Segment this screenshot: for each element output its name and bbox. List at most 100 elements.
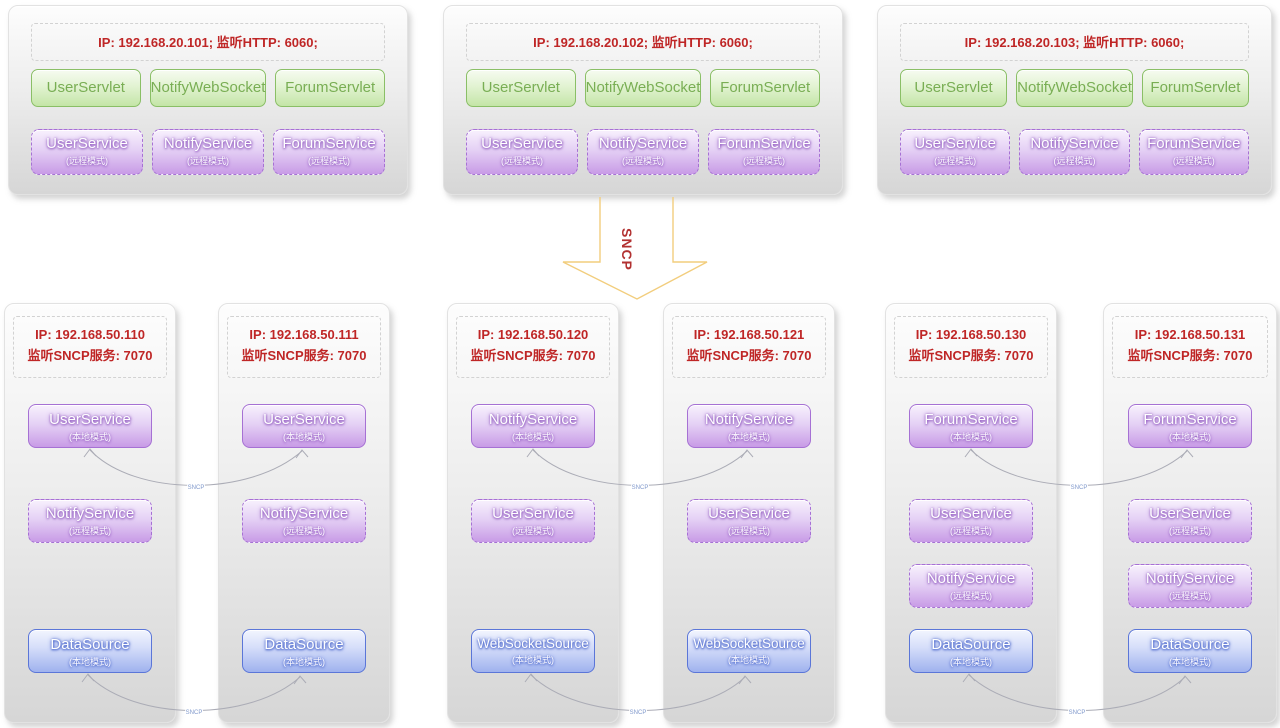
- service-box: UserService (远程模式): [909, 499, 1033, 543]
- service-mode: (远程模式): [283, 526, 325, 536]
- servlet-box: UserServlet: [31, 69, 141, 107]
- service-box: NotifyService (远程模式): [909, 564, 1033, 608]
- service-row: UserService (远程模式) NotifyService (远程模式) …: [466, 129, 820, 175]
- service-mode: (本地模式): [728, 432, 770, 442]
- service-name: UserService: [708, 505, 790, 522]
- service-box: UserService (远程模式): [1128, 499, 1252, 543]
- datasource-box: DataSource (本地模式): [1128, 629, 1252, 673]
- ip-line: IP: 192.168.50.110: [35, 327, 145, 342]
- service-box: ForumService (远程模式): [708, 129, 820, 175]
- port-line: 监听SNCP服务: 7070: [686, 347, 812, 363]
- service-name: UserService: [930, 505, 1012, 522]
- service-box: ForumService (本地模式): [1128, 404, 1252, 448]
- service-mode: (本地模式): [512, 432, 554, 442]
- service-name: DataSource: [931, 636, 1011, 653]
- connector-label: SNCP: [632, 485, 649, 491]
- service-box: UserService (远程模式): [900, 129, 1011, 175]
- service-mode: (远程模式): [187, 156, 229, 166]
- ip-header: IP: 192.168.50.120 监听SNCP服务: 7070: [456, 316, 610, 378]
- ip-header: IP: 192.168.50.130 监听SNCP服务: 7070: [894, 316, 1048, 378]
- service-mode: (远程模式): [69, 526, 111, 536]
- port-line: 监听SNCP服务: 7070: [470, 347, 596, 363]
- service-mode: (远程模式): [743, 156, 785, 166]
- service-name: ForumService: [282, 135, 376, 152]
- service-box: UserService (远程模式): [687, 499, 811, 543]
- app-server-103: IP: 192.168.20.103; 监听HTTP: 6060; UserSe…: [877, 5, 1272, 195]
- sncp-server-120: IP: 192.168.50.120 监听SNCP服务: 7070 Notify…: [447, 303, 619, 723]
- service-name: UserService: [263, 411, 345, 428]
- service-name: UserService: [481, 135, 563, 152]
- servlet-box: ForumServlet: [1141, 69, 1249, 107]
- service-name: NotifyService: [598, 135, 688, 152]
- service-mode: (远程模式): [728, 526, 770, 536]
- service-mode: (本地模式): [512, 655, 554, 665]
- service-mode: (远程模式): [622, 156, 664, 166]
- connector-label: SNCP: [630, 710, 647, 716]
- service-mode: (远程模式): [1053, 156, 1096, 166]
- sncp-server-130: IP: 192.168.50.130 监听SNCP服务: 7070 ForumS…: [885, 303, 1057, 723]
- service-row: UserService (远程模式) NotifyService (远程模式) …: [31, 129, 385, 175]
- service-name: NotifyService: [704, 411, 794, 428]
- service-mode: (本地模式): [69, 432, 111, 442]
- service-box: NotifyService (本地模式): [687, 404, 811, 448]
- ip-header: IP: 192.168.50.110 监听SNCP服务: 7070: [13, 316, 167, 378]
- connector-label: SNCP: [1069, 710, 1086, 716]
- service-box: ForumService (远程模式): [273, 129, 385, 175]
- service-name: ForumService: [924, 411, 1018, 428]
- service-mode: (远程模式): [308, 156, 350, 166]
- service-mode: (本地模式): [1169, 432, 1211, 442]
- datasource-box: DataSource (本地模式): [909, 629, 1033, 673]
- service-name: NotifyService: [1145, 570, 1235, 587]
- service-mode: (本地模式): [1169, 657, 1211, 667]
- servlet-row: UserServlet NotifyWebSocket ForumServlet: [900, 69, 1249, 107]
- sncp-server-110: IP: 192.168.50.110 监听SNCP服务: 7070 UserSe…: [4, 303, 176, 723]
- service-name: ForumService: [1143, 411, 1237, 428]
- service-box: NotifyService (远程模式): [587, 129, 699, 175]
- datasource-box: DataSource (本地模式): [28, 629, 152, 673]
- ip-header: IP: 192.168.20.103; 监听HTTP: 6060;: [900, 23, 1249, 61]
- service-name: ForumService: [717, 135, 811, 152]
- service-box: UserService (本地模式): [28, 404, 152, 448]
- service-name: UserService: [49, 411, 131, 428]
- port-line: 监听SNCP服务: 7070: [1127, 347, 1253, 363]
- service-box: NotifyService (本地模式): [471, 404, 595, 448]
- service-box: NotifyService (远程模式): [152, 129, 264, 175]
- service-box: UserService (本地模式): [242, 404, 366, 448]
- service-name: NotifyService: [926, 570, 1016, 587]
- service-mode: (本地模式): [950, 432, 992, 442]
- ip-header: IP: 192.168.50.131 监听SNCP服务: 7070: [1112, 316, 1268, 378]
- app-server-101: IP: 192.168.20.101; 监听HTTP: 6060; UserSe…: [8, 5, 408, 195]
- ip-header: IP: 192.168.20.101; 监听HTTP: 6060;: [31, 23, 385, 61]
- ip-line: IP: 192.168.50.130: [915, 327, 1027, 342]
- ip-line: IP: 192.168.50.111: [249, 327, 359, 342]
- sncp-server-111: IP: 192.168.50.111 监听SNCP服务: 7070 UserSe…: [218, 303, 390, 723]
- service-name: UserService: [914, 135, 996, 152]
- service-mode: (远程模式): [1169, 526, 1211, 536]
- port-line: 监听SNCP服务: 7070: [241, 347, 367, 363]
- servlet-box: UserServlet: [466, 69, 576, 107]
- service-mode: (远程模式): [934, 156, 977, 166]
- ip-line: IP: 192.168.50.131: [1134, 327, 1246, 342]
- sncp-server-121: IP: 192.168.50.121 监听SNCP服务: 7070 Notify…: [663, 303, 835, 723]
- servlet-row: UserServlet NotifyWebSocket ForumServlet: [466, 69, 820, 107]
- servlet-box: NotifyWebSocket: [584, 69, 702, 107]
- service-box: UserService (远程模式): [466, 129, 578, 175]
- service-name: NotifyService: [45, 505, 135, 522]
- service-name: WebSocketSource: [477, 636, 589, 651]
- service-box: ForumService (本地模式): [909, 404, 1033, 448]
- service-name: NotifyService: [163, 135, 253, 152]
- sncp-arrow-label: SNCP: [619, 228, 635, 271]
- service-name: NotifyService: [1030, 135, 1119, 152]
- service-mode: (远程模式): [66, 156, 108, 166]
- connector-label: SNCP: [188, 485, 205, 491]
- service-box: NotifyService (远程模式): [1019, 129, 1130, 175]
- service-name: DataSource: [264, 636, 344, 653]
- app-server-102: IP: 192.168.20.102; 监听HTTP: 6060; UserSe…: [443, 5, 843, 195]
- sncp-server-131: IP: 192.168.50.131 监听SNCP服务: 7070 ForumS…: [1103, 303, 1277, 723]
- service-box: NotifyService (远程模式): [1128, 564, 1252, 608]
- servlet-box: NotifyWebSocket: [1016, 69, 1133, 107]
- service-mode: (远程模式): [950, 591, 992, 601]
- service-name: UserService: [46, 135, 128, 152]
- service-box: UserService (远程模式): [31, 129, 143, 175]
